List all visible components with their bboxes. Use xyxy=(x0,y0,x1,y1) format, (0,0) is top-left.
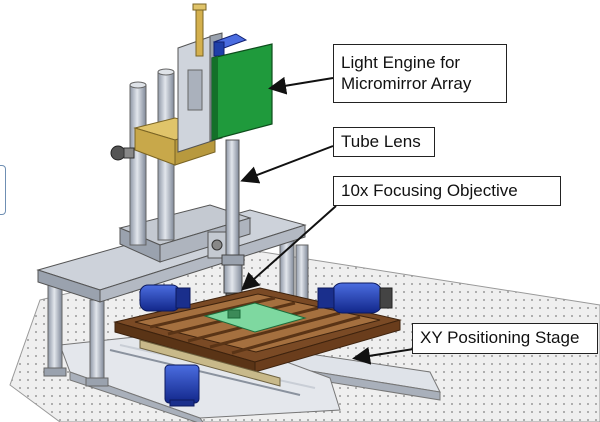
label-objective: 10x Focusing Objective xyxy=(333,176,561,206)
leader-arrow-xy-stage xyxy=(352,346,421,365)
support-column-left xyxy=(129,81,147,246)
bridge-leg-front-left xyxy=(43,284,67,377)
window-edge-tab xyxy=(0,165,6,215)
leader-arrow-objective xyxy=(241,205,337,291)
motor-bottom xyxy=(164,364,200,407)
light-engine-board xyxy=(211,43,273,141)
leader-arrow-light-engine xyxy=(268,76,334,95)
label-xy-stage: XY Positioning Stage xyxy=(412,323,598,354)
adjustment-rod xyxy=(192,3,207,57)
tube-lens xyxy=(207,139,240,259)
light-engine-blue-block xyxy=(212,33,248,57)
label-tube-lens: Tube Lens xyxy=(333,127,435,157)
sample-plate xyxy=(203,302,307,333)
label-light-engine: Light Engine for Micromirror Array xyxy=(333,44,507,103)
bridge-leg-front-right xyxy=(85,299,109,387)
label-light-engine-line1: Light Engine for xyxy=(341,53,461,72)
leader-arrow-tube-lens xyxy=(240,145,334,184)
focus-knob xyxy=(110,145,135,161)
motor-left xyxy=(139,284,191,312)
label-light-engine-line2: Micromirror Array xyxy=(341,74,472,93)
motor-right xyxy=(317,282,393,314)
